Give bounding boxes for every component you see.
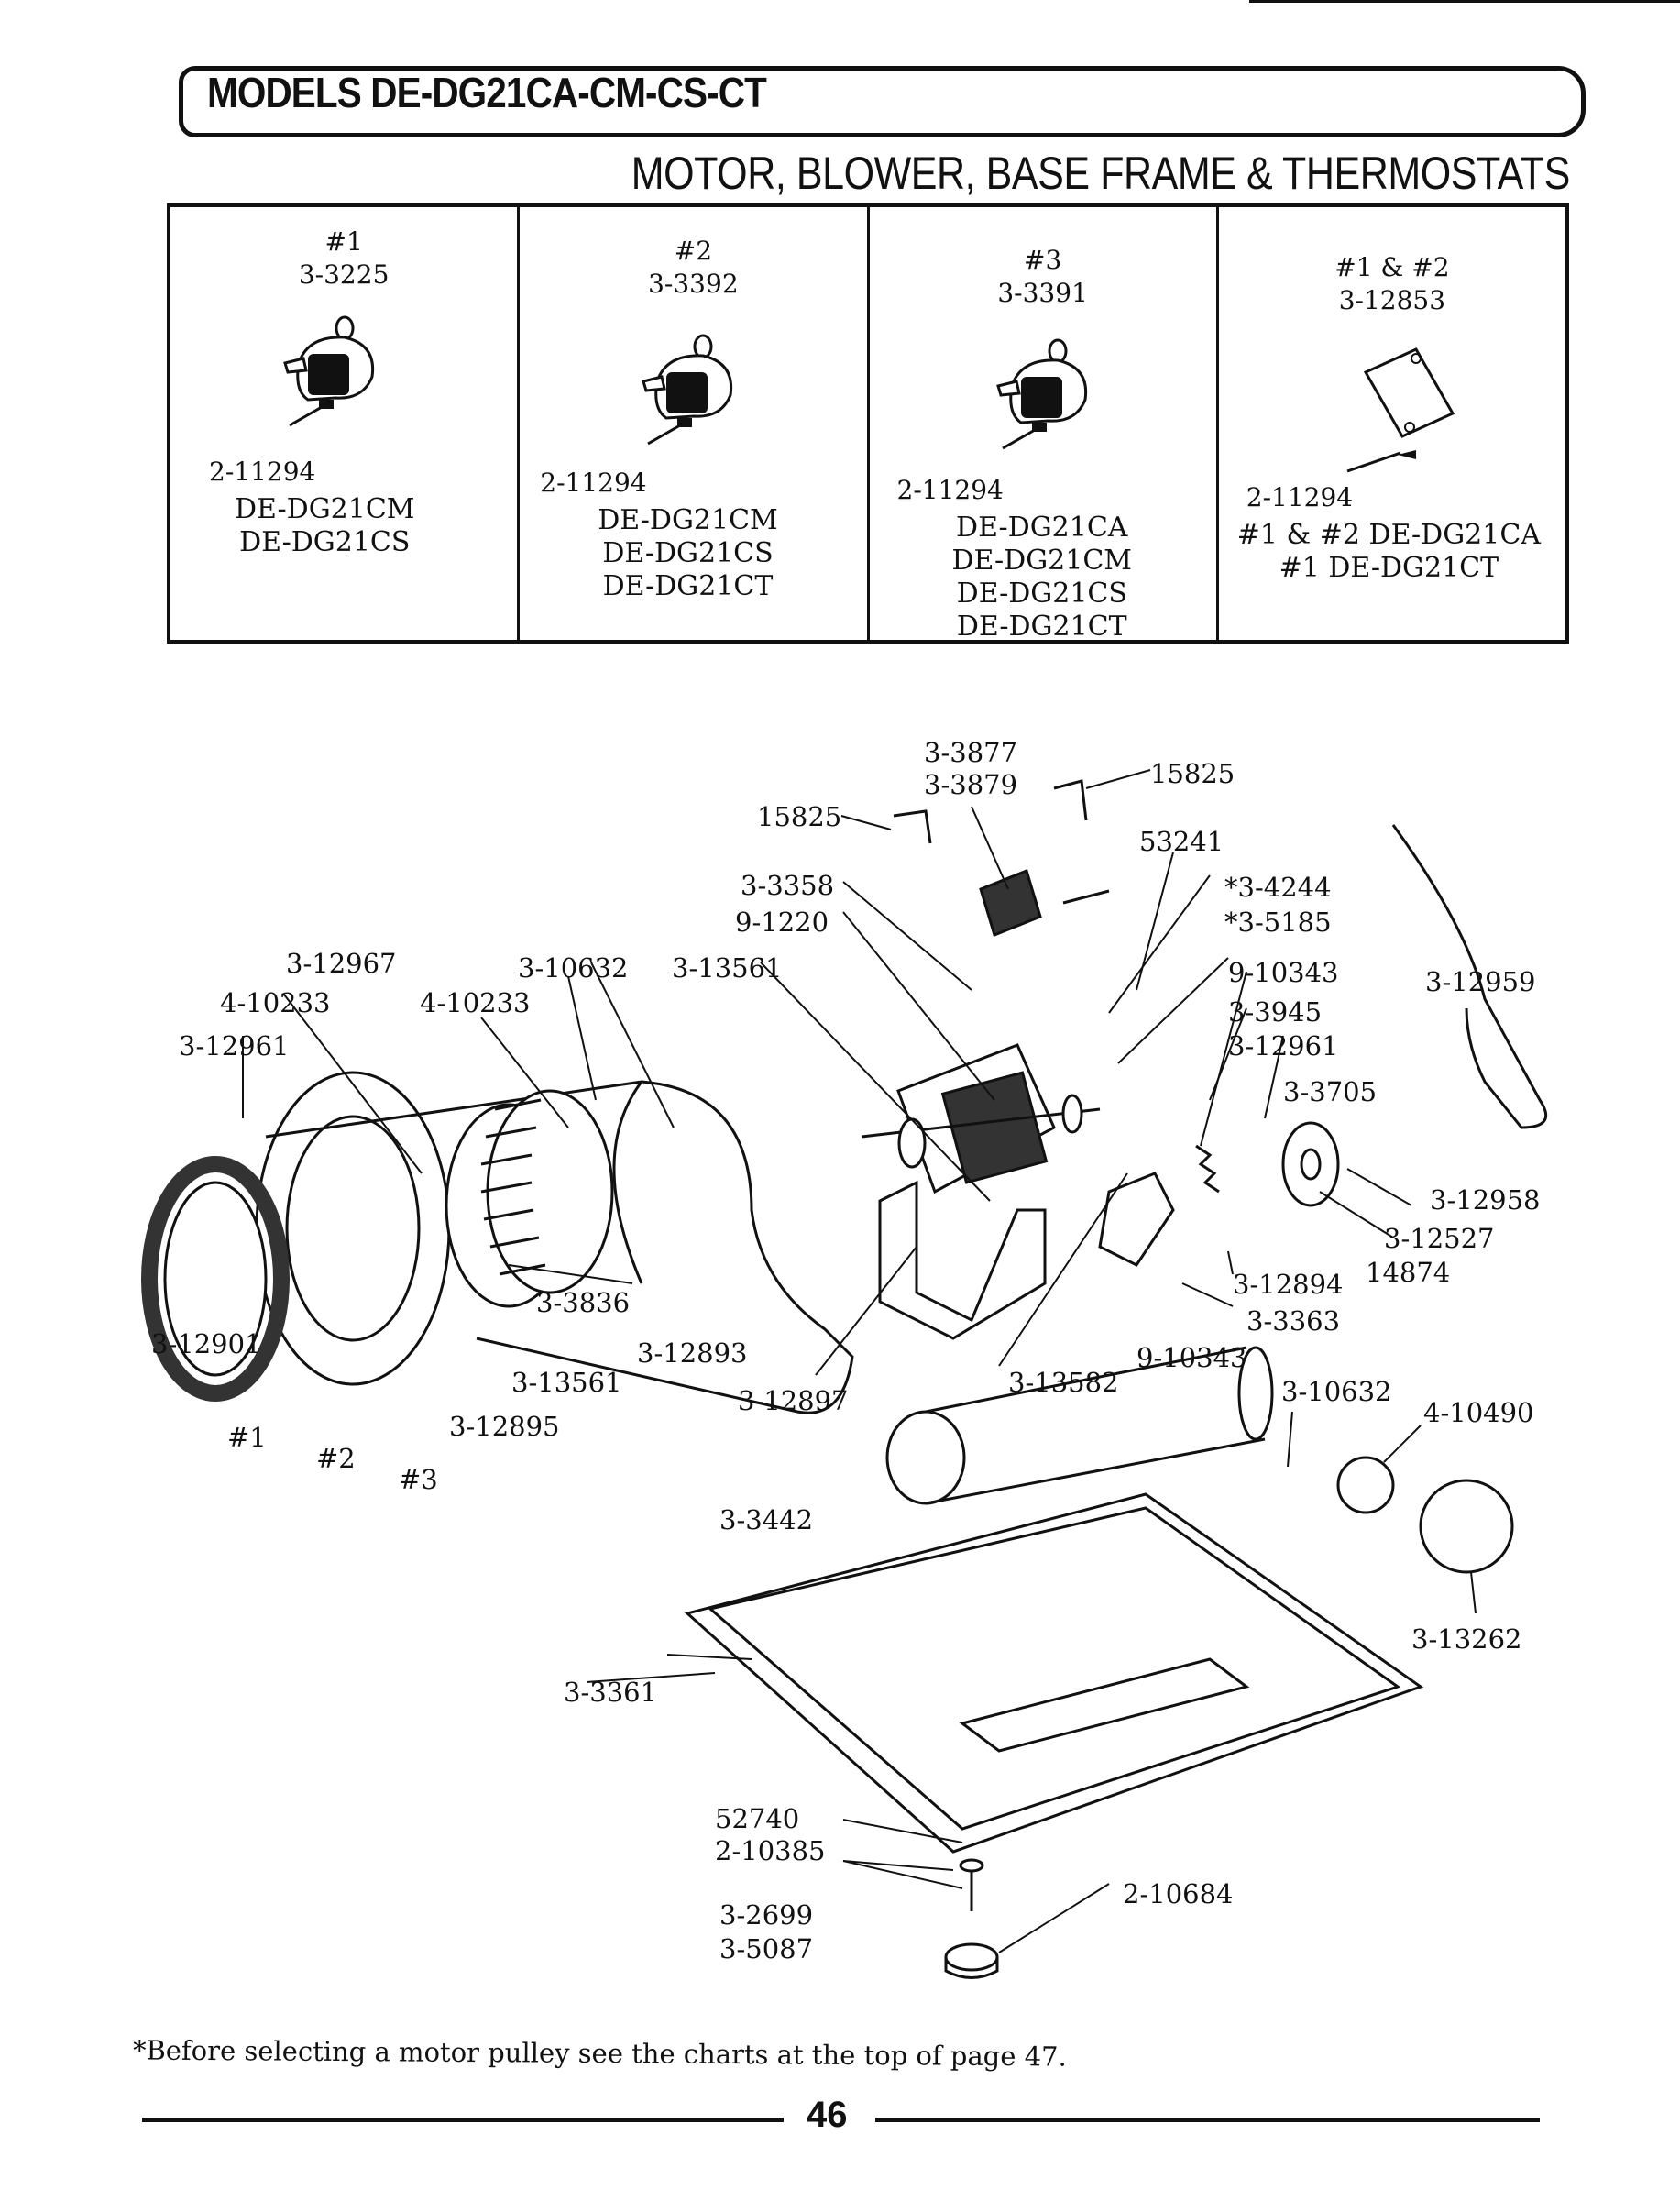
thermostat-screw-part: 2-11294: [209, 456, 316, 487]
idler-spring: [1195, 1144, 1220, 1194]
thermostat-cell-4: #1 & #2 3-12853 2-11294 #1 & #2 DE-DG21C…: [1219, 207, 1565, 640]
motor-mount-bracket: [878, 1180, 1047, 1340]
thermostat-cell-2: #2 3-3392 2-11294 DE-DG21CM DE-DG21CS DE…: [520, 207, 870, 640]
callout-3-3945: 3-3945: [1228, 996, 1323, 1028]
callout-53241: 53241: [1139, 826, 1224, 857]
thermostat-part: 3-12853: [1338, 285, 1446, 315]
blower-housing: [255, 1071, 854, 1414]
thermostat-icon: [283, 315, 375, 427]
callout-52740: 52740: [715, 1803, 800, 1834]
model-title: MODELS DE-DG21CA-CM-CS-CT: [207, 69, 767, 116]
callout-3-13262: 3-13262: [1411, 1623, 1522, 1655]
thermostat-label: #3: [1023, 245, 1062, 275]
motor-switch: [979, 868, 1110, 938]
callout-3-12959: 3-12959: [1425, 966, 1536, 997]
callout-thermostat-2: #2: [316, 1443, 356, 1474]
callout-3-3358: 3-3358: [741, 870, 835, 901]
callout-3-4244: *3-4244: [1224, 872, 1332, 903]
leader-lines: [242, 769, 1477, 1953]
footnote: *Before selecting a motor pulley see the…: [132, 2034, 1067, 2073]
callout-3-13561: 3-13561: [672, 952, 783, 984]
page-rule-left: [142, 2118, 784, 2122]
exploded-diagram: [141, 769, 1548, 1979]
thermostat-cell-1: #1 3-3225 2-11294 DE-DG21CM DE-DG21CS: [170, 207, 521, 640]
section-title: MOTOR, BLOWER, BASE FRAME & THERMOSTATS: [631, 148, 1571, 199]
thermostat-label: #2: [674, 236, 713, 266]
thermostat-cell-3: #3 3-3391 2-11294 DE-DG21CA DE-DG21CM DE…: [870, 207, 1219, 643]
callout-3-3442: 3-3442: [719, 1504, 814, 1535]
callout-3-3836: 3-3836: [536, 1287, 631, 1318]
callout-3-12894: 3-12894: [1233, 1269, 1344, 1300]
callout-3-3361: 3-3361: [564, 1677, 658, 1708]
callout-3-5087: 3-5087: [719, 1933, 814, 1964]
thermostat-table: #1 3-3225 2-11294 DE-DG21CM DE-DG21CS #2…: [167, 204, 1569, 644]
callout-3-10632: 3-10632: [1281, 1376, 1392, 1407]
blower-wheel: [445, 1089, 614, 1308]
idler-pulley: [1281, 1121, 1340, 1207]
callout-3-12527: 3-12527: [1384, 1223, 1495, 1254]
callout-thermostat-1: #1: [227, 1422, 267, 1453]
callout-3-5185: *3-5185: [1224, 907, 1332, 938]
callout-3-3363: 3-3363: [1246, 1305, 1341, 1336]
callout-4-10233: 4-10233: [420, 987, 531, 1018]
thermostat-icon: [642, 334, 733, 446]
thermostat-models: DE-DG21CA DE-DG21CM DE-DG21CS DE-DG21CT: [951, 512, 1133, 643]
clip-left: [893, 809, 932, 844]
callout-4-10233: 4-10233: [220, 987, 331, 1018]
callout-9-10343: 9-10343: [1136, 1342, 1247, 1373]
idler-bracket: [1098, 1172, 1175, 1267]
detail-circle-clip: [1336, 1456, 1395, 1514]
thermostat-part: 3-3225: [298, 259, 390, 290]
callout-3-12901: 3-12901: [151, 1328, 262, 1359]
callout-3-3877: 3-3877: [924, 737, 1018, 768]
thermostat-plate-icon: [1346, 347, 1455, 473]
callout-thermostat-3: #3: [399, 1464, 438, 1495]
callout-3-12958: 3-12958: [1430, 1184, 1541, 1216]
thermostat-icon: [995, 338, 1087, 450]
callout-3-13561: 3-13561: [511, 1367, 622, 1398]
thermostat-label: #1: [324, 226, 363, 257]
detail-circle-sensor: [1419, 1479, 1514, 1574]
callout-3-12961: 3-12961: [1228, 1030, 1339, 1062]
corner-rule: [1249, 0, 1680, 3]
base-frame: [684, 1492, 1424, 1854]
callout-3-12895: 3-12895: [449, 1411, 560, 1442]
thermostat-models: DE-DG21CM DE-DG21CS: [235, 493, 415, 558]
exhaust-duct: [885, 1346, 1274, 1505]
model-banner: [179, 66, 1586, 138]
callout-3-12897: 3-12897: [738, 1385, 849, 1416]
callout-14874: 14874: [1366, 1257, 1451, 1288]
leveling-leg: [944, 1858, 999, 1979]
drive-belt: [1391, 824, 1548, 1129]
callout-2-10385: 2-10385: [715, 1835, 826, 1866]
page-number: 46: [807, 2095, 848, 2135]
callout-9-10343: 9-10343: [1228, 957, 1339, 988]
clip-right: [1053, 779, 1088, 821]
callout-2-10684: 2-10684: [1123, 1878, 1234, 1909]
page-rule-right: [875, 2118, 1540, 2122]
callout-15825: 15825: [1150, 758, 1235, 789]
callout-9-1220: 9-1220: [735, 907, 829, 938]
callout-3-2699: 3-2699: [719, 1899, 814, 1930]
thermostat-part: 3-3392: [648, 269, 739, 299]
callout-3-10632: 3-10632: [518, 952, 629, 984]
callout-3-12967: 3-12967: [286, 948, 397, 979]
thermostat-label: #1 & #2: [1334, 252, 1450, 282]
callout-3-3879: 3-3879: [924, 769, 1018, 800]
thermostat-screw-part: 2-11294: [540, 468, 647, 498]
callout-4-10490: 4-10490: [1423, 1397, 1534, 1428]
thermostat-screw-part: 2-11294: [1246, 482, 1354, 512]
callout-3-12961: 3-12961: [179, 1030, 290, 1062]
motor: [861, 1043, 1101, 1194]
thermostat-screw-part: 2-11294: [896, 475, 1004, 505]
callout-3-12893: 3-12893: [637, 1337, 748, 1369]
callout-3-3705: 3-3705: [1283, 1076, 1378, 1107]
thermostat-models: #1 & #2 DE-DG21CA #1 DE-DG21CT: [1236, 519, 1541, 584]
thermostat-part: 3-3391: [997, 278, 1088, 308]
thermostat-models: DE-DG21CM DE-DG21CS DE-DG21CT: [598, 504, 778, 602]
callout-3-13582: 3-13582: [1008, 1367, 1119, 1398]
felt-seal-ring: [141, 1156, 290, 1402]
callout-15825: 15825: [757, 801, 842, 832]
